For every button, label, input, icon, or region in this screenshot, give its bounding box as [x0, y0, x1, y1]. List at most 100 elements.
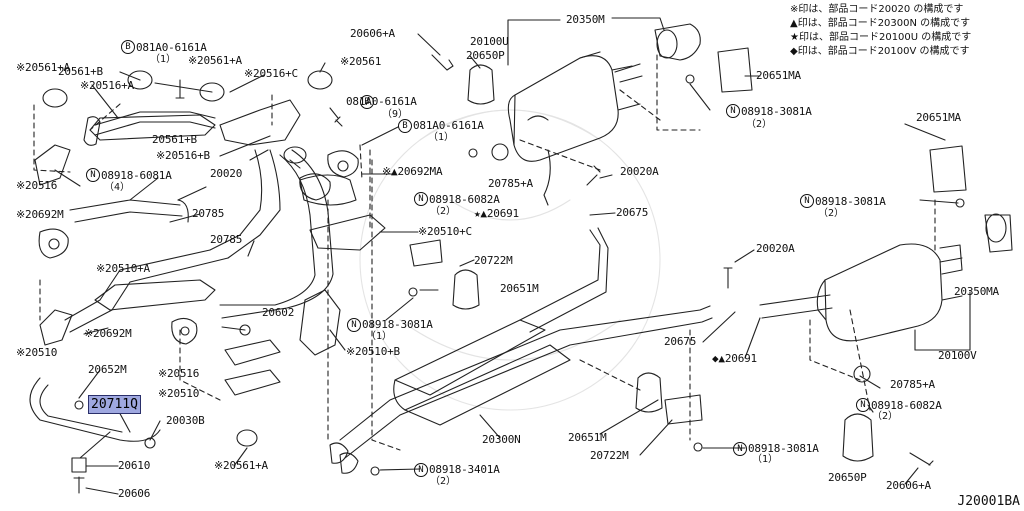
note-line-1: ※印は、部品コード20020 の構成です — [790, 4, 964, 15]
leader-lines — [54, 17, 971, 495]
part-label[interactable]: 20606+A — [886, 479, 931, 492]
part-label[interactable]: 20785+A — [488, 177, 533, 190]
heat-insulators — [34, 114, 386, 396]
part-label[interactable]: 08918-6082A — [429, 193, 500, 206]
part-label[interactable]: 20610 — [118, 459, 151, 472]
quantity: （2） — [818, 208, 845, 219]
note-line-3: ★印は、部品コード20100U の構成です — [790, 32, 972, 43]
part-label[interactable]: ※20510 — [158, 387, 200, 400]
nut-symbol: N — [414, 463, 428, 477]
part-label[interactable]: 20020 — [210, 167, 243, 180]
part-label[interactable]: ※20516+C — [244, 67, 298, 80]
part-label[interactable]: 20785+A — [890, 378, 935, 391]
part-label[interactable]: 081A0-6161A — [136, 41, 207, 54]
part-label[interactable]: 20030B — [166, 414, 205, 427]
part-label[interactable]: ※20692M — [84, 327, 132, 340]
part-label[interactable]: ※20561+A — [16, 61, 70, 74]
part-label[interactable]: 20100U — [470, 35, 509, 48]
part-label[interactable]: 081A0-6161A — [346, 95, 417, 108]
part-label[interactable]: 20650P — [466, 49, 505, 62]
part-label[interactable]: 20675 — [664, 335, 697, 348]
note-line-2: ▲印は、部品コード20300N の構成です — [790, 18, 971, 29]
part-label[interactable]: 20561+B — [58, 65, 103, 78]
part-label[interactable]: ※20561+A — [188, 54, 242, 67]
muffler-20100U — [507, 23, 701, 206]
part-label[interactable]: 08918-3401A — [429, 463, 500, 476]
gaskets — [38, 150, 359, 345]
part-label[interactable]: ※20510 — [16, 346, 58, 359]
diagram-code: J20001BA — [957, 494, 1020, 509]
quantity: （1） — [752, 454, 779, 465]
part-label[interactable]: 20651MA — [756, 69, 801, 82]
quantity: （1） — [366, 331, 393, 342]
part-label[interactable]: ※20516+A — [80, 79, 134, 92]
part-label[interactable]: 20650P — [828, 471, 867, 484]
part-label[interactable]: 20651M — [500, 282, 539, 295]
part-label[interactable]: ※20692M — [16, 208, 64, 221]
part-label[interactable]: 20020A — [620, 165, 659, 178]
part-label[interactable]: ※▲20692MA — [382, 165, 443, 178]
muffler-20100V — [759, 213, 1013, 342]
part-label[interactable]: 20606 — [118, 487, 151, 500]
part-label[interactable]: 08918-6081A — [101, 169, 172, 182]
quantity: （2） — [872, 411, 899, 422]
part-label[interactable]: 20020A — [756, 242, 795, 255]
quantity: （9） — [382, 109, 409, 120]
front-pipe-20020 — [64, 99, 357, 333]
part-label[interactable]: ※20516+B — [156, 149, 210, 162]
part-label[interactable]: 081A0-6161A — [413, 119, 484, 132]
bolts — [73, 54, 934, 494]
part-label[interactable]: 20602 — [262, 306, 295, 319]
note-line-4: ◆印は、部品コード20100V の構成です — [790, 46, 970, 57]
nut-symbol: N — [800, 194, 814, 208]
part-label[interactable]: 08918-3081A — [362, 318, 433, 331]
nut-symbol: N — [86, 168, 100, 182]
part-label[interactable]: 20722M — [474, 254, 513, 267]
part-label[interactable]: 20561+B — [152, 133, 197, 146]
part-label[interactable]: 20300N — [482, 433, 521, 446]
bolt-symbol: B — [121, 40, 135, 54]
part-label[interactable]: ★▲20691 — [474, 207, 519, 220]
part-label[interactable]: ※20561 — [340, 55, 382, 68]
bolt-symbol: B — [360, 95, 374, 109]
nut-symbol: N — [726, 104, 740, 118]
part-label[interactable]: ◆▲20691 — [712, 352, 757, 365]
nut-symbol: N — [347, 318, 361, 332]
part-label[interactable]: 20651MA — [916, 111, 961, 124]
part-label[interactable]: 20350MA — [954, 285, 999, 298]
part-label[interactable]: ※20561+A — [214, 459, 268, 472]
nut-symbol: N — [856, 398, 870, 412]
part-label[interactable]: 20722M — [590, 449, 629, 462]
quantity: （1） — [150, 54, 177, 65]
part-label[interactable]: 20785 — [192, 207, 225, 220]
quantity: （2） — [430, 476, 457, 487]
part-label[interactable]: ※20516 — [158, 367, 200, 380]
quantity: （1） — [428, 132, 455, 143]
part-label[interactable]: ※20510+C — [418, 225, 472, 238]
rubber-mounts — [71, 74, 965, 476]
bolt-symbol: B — [398, 119, 412, 133]
part-label[interactable]: ※20510+A — [96, 262, 150, 275]
part-label[interactable]: 20652M — [88, 363, 127, 376]
part-label[interactable]: 20606+A — [350, 27, 395, 40]
part-label[interactable]: 20100V — [938, 349, 977, 362]
nut-symbol: N — [733, 442, 747, 456]
part-label[interactable]: 20785 — [210, 233, 243, 246]
quantity: （2） — [746, 119, 773, 130]
quantity: （4） — [104, 182, 131, 193]
part-label[interactable]: ※20510+B — [346, 345, 400, 358]
part-label[interactable]: 20675 — [616, 206, 649, 219]
dashed-lines — [33, 54, 936, 451]
part-label[interactable]: 08918-6082A — [871, 399, 942, 412]
part-label[interactable]: ※20516 — [16, 179, 58, 192]
highlighted-part-label[interactable]: 20711Q — [88, 395, 141, 414]
watermark — [359, 109, 661, 411]
part-label[interactable]: 20651M — [568, 431, 607, 444]
center-pipe-20300N — [329, 227, 713, 474]
part-label[interactable]: 08918-3081A — [815, 195, 886, 208]
part-label[interactable]: 08918-3081A — [748, 442, 819, 455]
part-label[interactable]: 20350M — [566, 13, 605, 26]
part-label[interactable]: 08918-3081A — [741, 105, 812, 118]
quantity: （2） — [430, 206, 457, 217]
